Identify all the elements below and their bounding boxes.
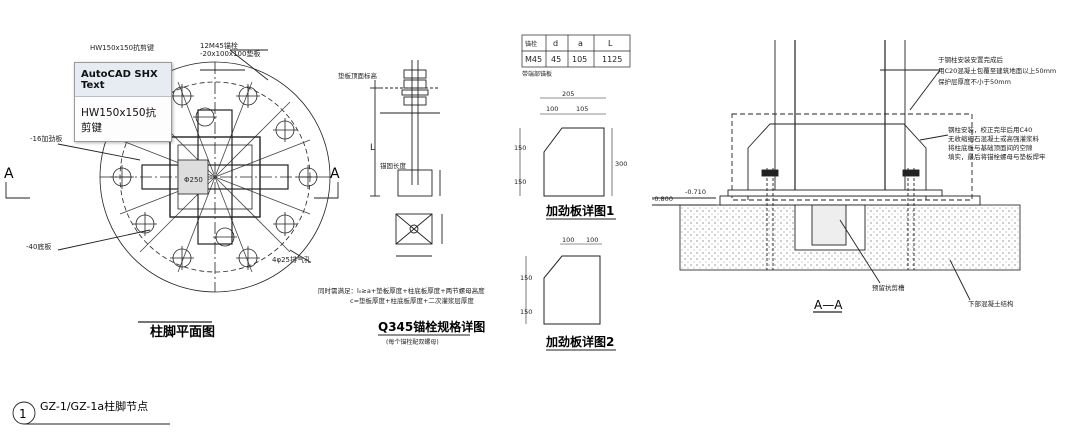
shx-text-tooltip: AutoCAD SHX Text HW150x150抗剪键 (74, 62, 172, 142)
th-d: d (553, 39, 558, 48)
s1-dim-h: 300 (615, 160, 627, 168)
s1-dim-h1: 150 (514, 144, 526, 152)
anchor-bolt (273, 118, 297, 142)
section-aa (652, 40, 1021, 313)
stiffener-1 (519, 97, 613, 197)
label-hw-top: HW150x150抗剪键 (90, 43, 154, 52)
base-plan (99, 61, 331, 293)
label-16rib: -16加劲板 (30, 134, 62, 143)
anchor-bolt (170, 246, 194, 270)
bolt-note-1: 同时需满足：l₀≥a+垫板厚度+柱底板厚度+两节螺母高度 (318, 286, 485, 295)
spec-table-text: 锚栓 d a L M45 45 105 1125 带端部锚板 (522, 39, 622, 78)
section-mark-right: A (330, 166, 340, 182)
anchor-bolt (236, 84, 260, 108)
label-40base: -40底板 (26, 242, 51, 251)
detail-number: 1 (19, 407, 27, 421)
s1-dim-a: 100 (546, 105, 558, 113)
label-plate-top: 垫板顶面标高 (338, 71, 378, 80)
section-mark-left: A (4, 166, 14, 182)
td-1125: 1125 (602, 55, 622, 64)
tooltip-title: AutoCAD SHX Text (75, 63, 171, 97)
anchor-bolts (110, 84, 320, 270)
label-12m45: 12M45锚栓 (200, 41, 238, 50)
bolt-note-2: c=垫板厚度+柱底板厚度+二次灌浆层厚度 (350, 296, 474, 305)
anchor-bolt (296, 165, 320, 189)
stiffener1-title: 加劲板详图1 (545, 203, 614, 218)
s1-dim-top: 205 (562, 90, 574, 98)
anchor-bolt (193, 107, 217, 127)
s2-dim-h2: 150 (520, 308, 532, 316)
s2-dim-b: 100 (586, 236, 598, 244)
bolt-subtitle: (每个锚栓配双螺母) (386, 338, 439, 346)
dim-l0: 锚固长度 (380, 161, 407, 170)
s2-dim-h1: 150 (520, 274, 532, 282)
spec-table (521, 34, 631, 68)
column-section (169, 136, 261, 218)
th-a: a (578, 39, 583, 48)
bolt-title: Q345锚栓规格详图 (378, 319, 485, 334)
sec-note-1: 于钢柱安装安置完成后 (938, 55, 1004, 64)
th-L: L (608, 39, 613, 48)
sec-note-3: 保护层厚度不小于50mm (938, 77, 1011, 86)
td-45: 45 (551, 55, 561, 64)
stiffener-2 (525, 243, 602, 325)
s1-dim-b: 105 (576, 105, 588, 113)
anchor-bolt (213, 227, 237, 247)
sec-note-2: 用C20混凝土包覆至建筑地面以上50mm (938, 66, 1056, 75)
dim-L: L (370, 143, 375, 153)
anchor-bolt (133, 212, 157, 236)
anchor-bolt (110, 165, 134, 189)
anchor-bolt (236, 246, 260, 270)
stiffener2-title: 加劲板详图2 (545, 334, 614, 349)
detail-title: GZ-1/GZ-1a柱脚节点 (40, 399, 148, 413)
label-vent: 4φ25排气孔 (272, 255, 311, 264)
label-center: Φ250 (184, 176, 203, 184)
s2-dim-a: 100 (562, 236, 574, 244)
elev-2: -0.800 (652, 195, 673, 203)
anchor-bolt (170, 84, 194, 108)
th-bolt: 锚栓 (525, 40, 537, 48)
sec-note-5: 无收缩细石混凝土或高强灌浆料 (948, 134, 1040, 143)
label-shear-slot: 预留抗剪槽 (872, 283, 905, 292)
label-foundation: 下部混凝土结构 (968, 299, 1014, 308)
tooltip-value: HW150x150抗剪键 (75, 97, 171, 141)
plan-title: 柱脚平面图 (150, 324, 215, 340)
anchor-bolt-detail (370, 60, 443, 257)
td-105: 105 (572, 55, 587, 64)
td-m45: M45 (525, 55, 542, 64)
elev-1: -0.710 (685, 188, 706, 196)
anchor-bolt (273, 212, 297, 236)
s1-dim-h2: 150 (514, 178, 526, 186)
sec-note-6: 将柱底板与基础顶面间的空隙 (948, 143, 1033, 152)
section-title: A—A (814, 298, 843, 312)
label-washer: -20x100x100垫板 (200, 49, 260, 58)
detail-marker (12, 401, 170, 425)
sec-note-4: 钢柱安装，校正完毕后用C40 (948, 125, 1032, 134)
table-note: 带端部锚板 (522, 70, 552, 78)
sec-note-7: 填实，最后将锚栓螺母与垫板焊牢 (948, 152, 1046, 161)
